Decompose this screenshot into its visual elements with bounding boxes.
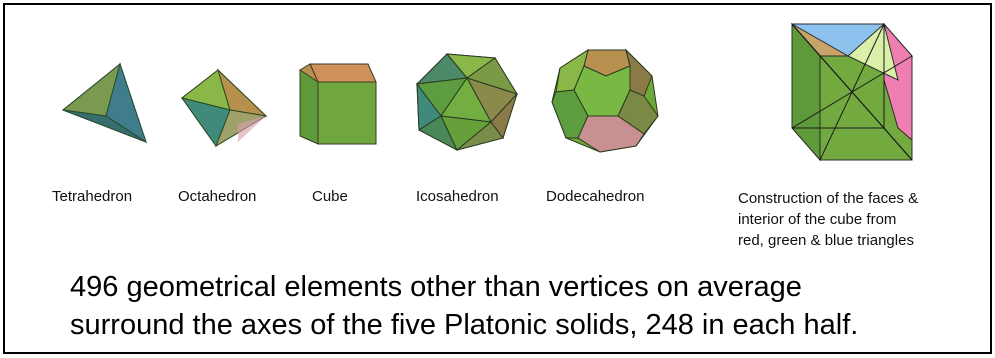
construction-caption-line: red, green & blue triangles <box>738 232 914 249</box>
construction-caption-line: Construction of the faces & <box>738 190 919 207</box>
construction-caption: Construction of the faces & interior of … <box>738 188 918 251</box>
octahedron-label: Octahedron <box>178 188 257 205</box>
icosahedron-label: Icosahedron <box>416 188 499 205</box>
cube-label: Cube <box>312 188 348 205</box>
main-statement-line: 496 geometrical elements other than vert… <box>70 271 802 303</box>
tetrahedron-icon <box>61 62 147 144</box>
construction-caption-line: interior of the cube from <box>738 211 897 228</box>
icosahedron-icon <box>415 53 519 152</box>
dodecahedron-label: Dodecahedron <box>546 188 645 205</box>
main-statement-line: surround the axes of the five Platonic s… <box>70 309 859 341</box>
construction-cube-icon <box>790 22 914 162</box>
dodecahedron-icon <box>551 48 659 153</box>
octahedron-icon <box>180 68 268 148</box>
tetrahedron-label: Tetrahedron <box>52 188 133 205</box>
cube-icon <box>299 63 377 145</box>
main-statement: 496 geometrical elements other than vert… <box>70 268 858 344</box>
